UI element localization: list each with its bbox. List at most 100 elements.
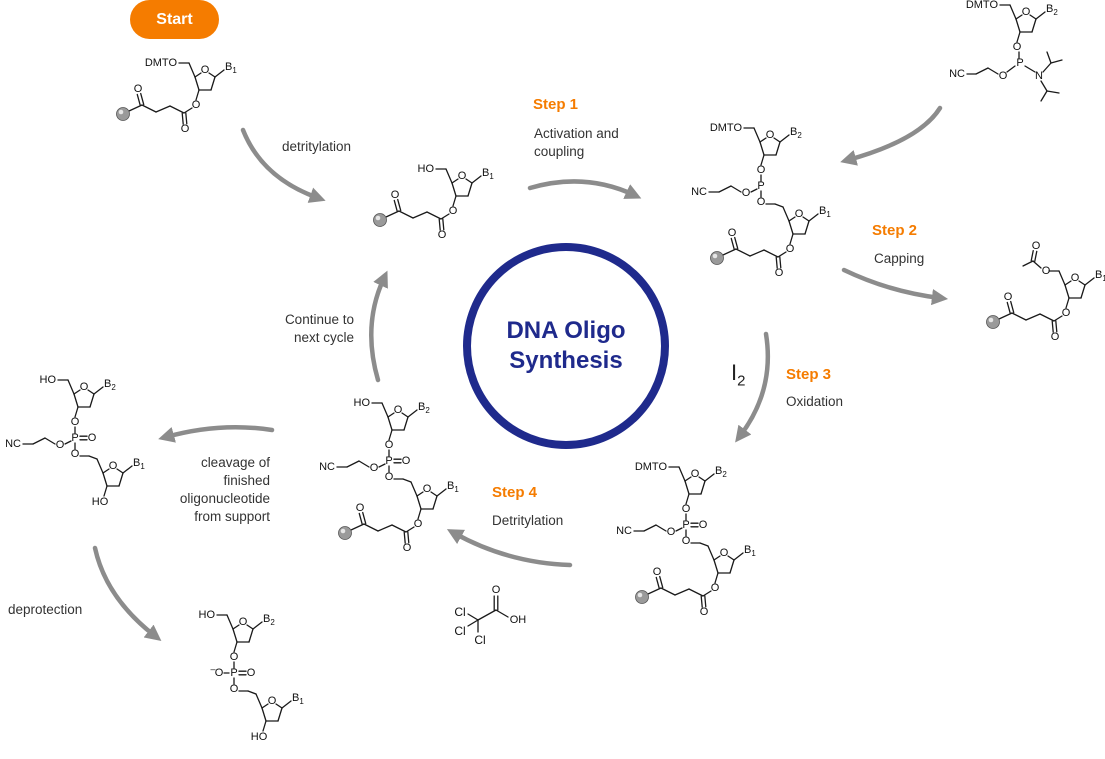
base-label: B1 (482, 167, 494, 181)
center-title-line-2: Synthesis (463, 346, 669, 376)
bridge-3prime-o: O (230, 651, 239, 663)
base-label: B1 (133, 457, 145, 471)
start-badge: Start (130, 0, 219, 39)
solid-support-bead (374, 214, 387, 227)
dmt-group: DMTO (635, 461, 668, 473)
arrow-cleavage (166, 427, 272, 437)
linker-oxygen: O (1062, 307, 1071, 319)
ring-oxygen: O (239, 616, 248, 628)
bead-highlight (989, 318, 994, 323)
phosphoryl-o: O (699, 519, 708, 531)
nitrile-group: NC (616, 525, 632, 537)
nitrile-group: NC (5, 438, 21, 450)
linker-oxygen: O (414, 518, 423, 530)
bridge-5prime-o: O (385, 471, 394, 483)
bridge-5prime-o: O (71, 448, 80, 460)
solid-support-bead (636, 591, 649, 604)
phosphorus: P (230, 667, 237, 679)
negative-charge: – (210, 664, 215, 674)
amidite-nitrogen: N (1035, 70, 1043, 82)
linker-oxygen: O (449, 205, 458, 217)
step-3-label: Step 3 (786, 366, 831, 383)
cyanoethyl-oxygen: O (370, 462, 379, 474)
phosphorus: P (71, 432, 78, 444)
iodine-subscript: 2 (737, 372, 745, 389)
arrow-continue (371, 278, 384, 380)
amidite-3prime-o: O (1013, 41, 1022, 53)
phosphoryl-o: O (402, 455, 411, 467)
ring-oxygen: O (1022, 6, 1031, 18)
bridge-3prime-o: O (385, 439, 394, 451)
charged-oxygen: O (215, 667, 224, 679)
base-label: B2 (104, 378, 116, 392)
step-4-description: Detritylation (492, 512, 563, 530)
ester-carbonyl-o: O (438, 229, 447, 241)
bead-highlight (638, 593, 643, 598)
step-1-desc-line-1: Activation and (534, 125, 619, 143)
cleavage-label: cleavage of finished oligonucleotide fro… (150, 454, 270, 526)
solid-support-bead (711, 252, 724, 265)
chlorine: Cl (454, 624, 465, 638)
step-2-label: Step 2 (872, 222, 917, 239)
arrow-deprotection (95, 548, 155, 636)
phosphorus: P (682, 519, 689, 531)
continue-label: Continue to next cycle (250, 311, 354, 347)
bridge-5prime-o: O (682, 535, 691, 547)
solid-support-bead (987, 316, 1000, 329)
cleavage-line-4: from support (150, 508, 270, 526)
detritylation-label: detritylation (282, 138, 351, 156)
base-label: B1 (819, 205, 831, 219)
phosphorus: P (757, 180, 764, 192)
base-label: B2 (790, 126, 802, 140)
ring-oxygen: O (1071, 272, 1080, 284)
bridge-3prime-o: O (682, 503, 691, 515)
ring-oxygen: O (201, 64, 210, 76)
base-label: B2 (1046, 3, 1058, 17)
ring-oxygen: O (80, 381, 89, 393)
step-1-desc-line-2: coupling (534, 143, 619, 161)
deprotection-label: deprotection (8, 601, 82, 619)
ring-oxygen: O (795, 208, 804, 220)
cyanoethyl-oxygen: O (667, 526, 676, 538)
nitrile-group: NC (319, 461, 335, 473)
hydroxyl-5prime: HO (418, 163, 435, 175)
ring-oxygen: O (691, 468, 700, 480)
ester-carbonyl-o: O (775, 267, 784, 279)
dmt-group: DMTO (966, 0, 999, 11)
bridge-3prime-o: O (71, 416, 80, 428)
phosphoryl-o: O (247, 667, 256, 679)
ketone-o: O (391, 189, 400, 201)
arrow-amidite-in (848, 108, 940, 160)
start-label: Start (156, 11, 192, 29)
linker-oxygen: O (192, 99, 201, 111)
cleavage-line-1: cleavage of (150, 454, 270, 472)
ester-carbonyl-o: O (403, 542, 412, 554)
chlorine: Cl (474, 633, 485, 647)
tca-carbonyl-o: O (492, 584, 501, 596)
iodine-reagent: I2 (731, 360, 745, 389)
base-label: B1 (447, 480, 459, 494)
hydroxyl-3prime: HO (251, 731, 268, 743)
bridge-5prime-o: O (230, 683, 239, 695)
step-2-description: Capping (874, 250, 924, 268)
cyanoethyl-oxygen: O (56, 439, 65, 451)
hydroxyl-3prime: HO (92, 496, 109, 508)
ketone-o: O (728, 227, 737, 239)
nitrile-group: NC (691, 186, 707, 198)
hydroxyl-5prime: HO (199, 609, 216, 621)
ring-oxygen: O (394, 404, 403, 416)
center-title-line-1: DNA Oligo (463, 316, 669, 346)
dmt-group: DMTO (145, 57, 178, 69)
continue-line-2: next cycle (250, 329, 354, 347)
base-label: B2 (418, 401, 430, 415)
ester-carbonyl-o: O (181, 123, 190, 135)
